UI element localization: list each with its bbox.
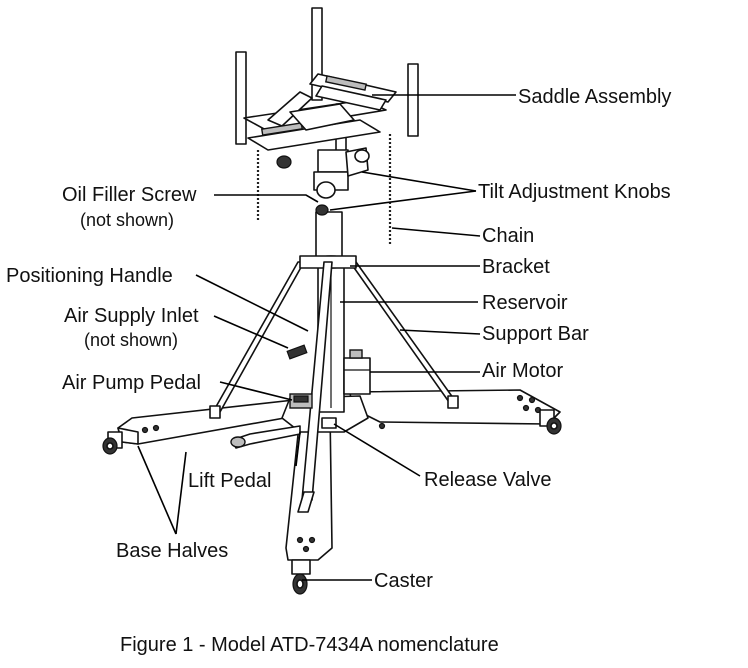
label-oil-filler-screw: Oil Filler Screw xyxy=(62,184,197,206)
label-bracket: Bracket xyxy=(482,256,550,278)
positioning-handle xyxy=(297,261,333,513)
figure-caption: Figure 1 - Model ATD-7434A nomenclature xyxy=(120,634,499,656)
label-support-bar: Support Bar xyxy=(482,323,589,345)
label-tilt-adjustment-knobs: Tilt Adjustment Knobs xyxy=(478,181,671,203)
label-air-motor: Air Motor xyxy=(482,360,564,382)
label-air-supply-inlet: Air Supply Inlet xyxy=(64,305,199,327)
label-air-pump-pedal: Air Pump Pedal xyxy=(62,372,201,394)
saddle-assembly xyxy=(235,7,419,216)
label-positioning-handle: Positioning Handle xyxy=(6,265,173,287)
label-chain: Chain xyxy=(482,225,535,247)
label-air-supply-note: (not shown) xyxy=(84,330,179,350)
label-saddle-assembly: Saddle Assembly xyxy=(518,86,672,108)
label-caster: Caster xyxy=(374,570,433,592)
label-reservoir: Reservoir xyxy=(482,292,568,314)
chains xyxy=(256,134,392,246)
label-oil-filler-note: (not shown) xyxy=(80,210,175,230)
air-motor xyxy=(343,349,371,395)
air-pump-pedal xyxy=(289,393,313,409)
label-base-halves: Base Halves xyxy=(116,540,229,562)
caster-wheels xyxy=(102,409,562,595)
air-supply-inlet xyxy=(286,344,308,360)
label-release-valve: Release Valve xyxy=(424,469,552,491)
lift-pedal xyxy=(230,425,301,449)
label-lift-pedal: Lift Pedal xyxy=(188,470,272,492)
release-valve xyxy=(321,417,337,429)
leader-lines xyxy=(137,94,516,581)
